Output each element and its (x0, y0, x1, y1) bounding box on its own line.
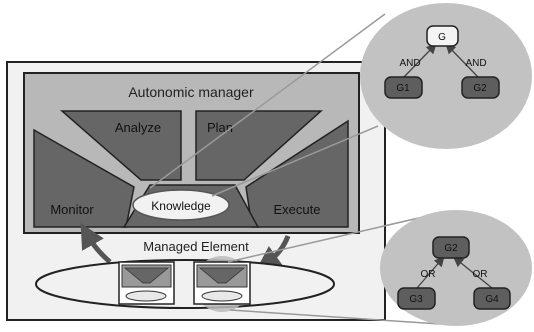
autonomic-manager-title: Autonomic manager (128, 84, 254, 100)
monitor-sense-arrow (80, 222, 112, 264)
relation-top-right: AND (465, 58, 486, 69)
goal-node-G2-top-label: G2 (473, 83, 487, 94)
edge-bottom-left (416, 256, 445, 289)
goal-node-G3 (397, 287, 436, 310)
goal-node-G (426, 25, 459, 47)
knowledge-label: Knowledge (151, 199, 211, 213)
relation-bottom-left: OR (421, 269, 436, 280)
plan-label: Plan (207, 120, 233, 135)
goal-node-G4-label: G4 (485, 294, 499, 305)
mini-element-1 (118, 261, 175, 305)
analyze-quadrant (60, 110, 182, 181)
edge-top-right (445, 43, 479, 78)
zoom-line-bottom-2 (229, 309, 441, 325)
relation-bottom-right: OR (473, 269, 488, 280)
zoom-line-bottom-1 (227, 213, 437, 263)
monitor-label: Monitor (50, 202, 94, 217)
execute-label: Execute (274, 202, 321, 217)
mini-element-2 (193, 261, 251, 305)
edge-bottom-right (452, 256, 493, 289)
edge-top-left (403, 43, 437, 78)
goal-bubble-top (360, 3, 532, 149)
analyze-label: Analyze (115, 120, 161, 135)
relation-top-left: AND (399, 58, 420, 69)
goal-node-G4 (473, 287, 511, 310)
goal-node-G1 (384, 76, 423, 99)
goal-node-G2-bottom-label: G2 (444, 243, 458, 254)
zoom-line-top-1 (149, 13, 386, 189)
goal-node-G-label: G (438, 32, 446, 43)
goal-node-G1-label: G1 (396, 83, 410, 94)
goal-node-G3-label: G3 (409, 294, 423, 305)
knowledge-ellipse (132, 189, 230, 221)
plan-quadrant (195, 110, 323, 181)
zoom-line-top-2 (211, 125, 379, 197)
managed-element-label: Managed Element (143, 239, 249, 254)
goal-node-G2-bottom (432, 236, 470, 259)
managed-resources-ellipse (35, 259, 335, 309)
goal-node-G2-top (461, 76, 500, 99)
